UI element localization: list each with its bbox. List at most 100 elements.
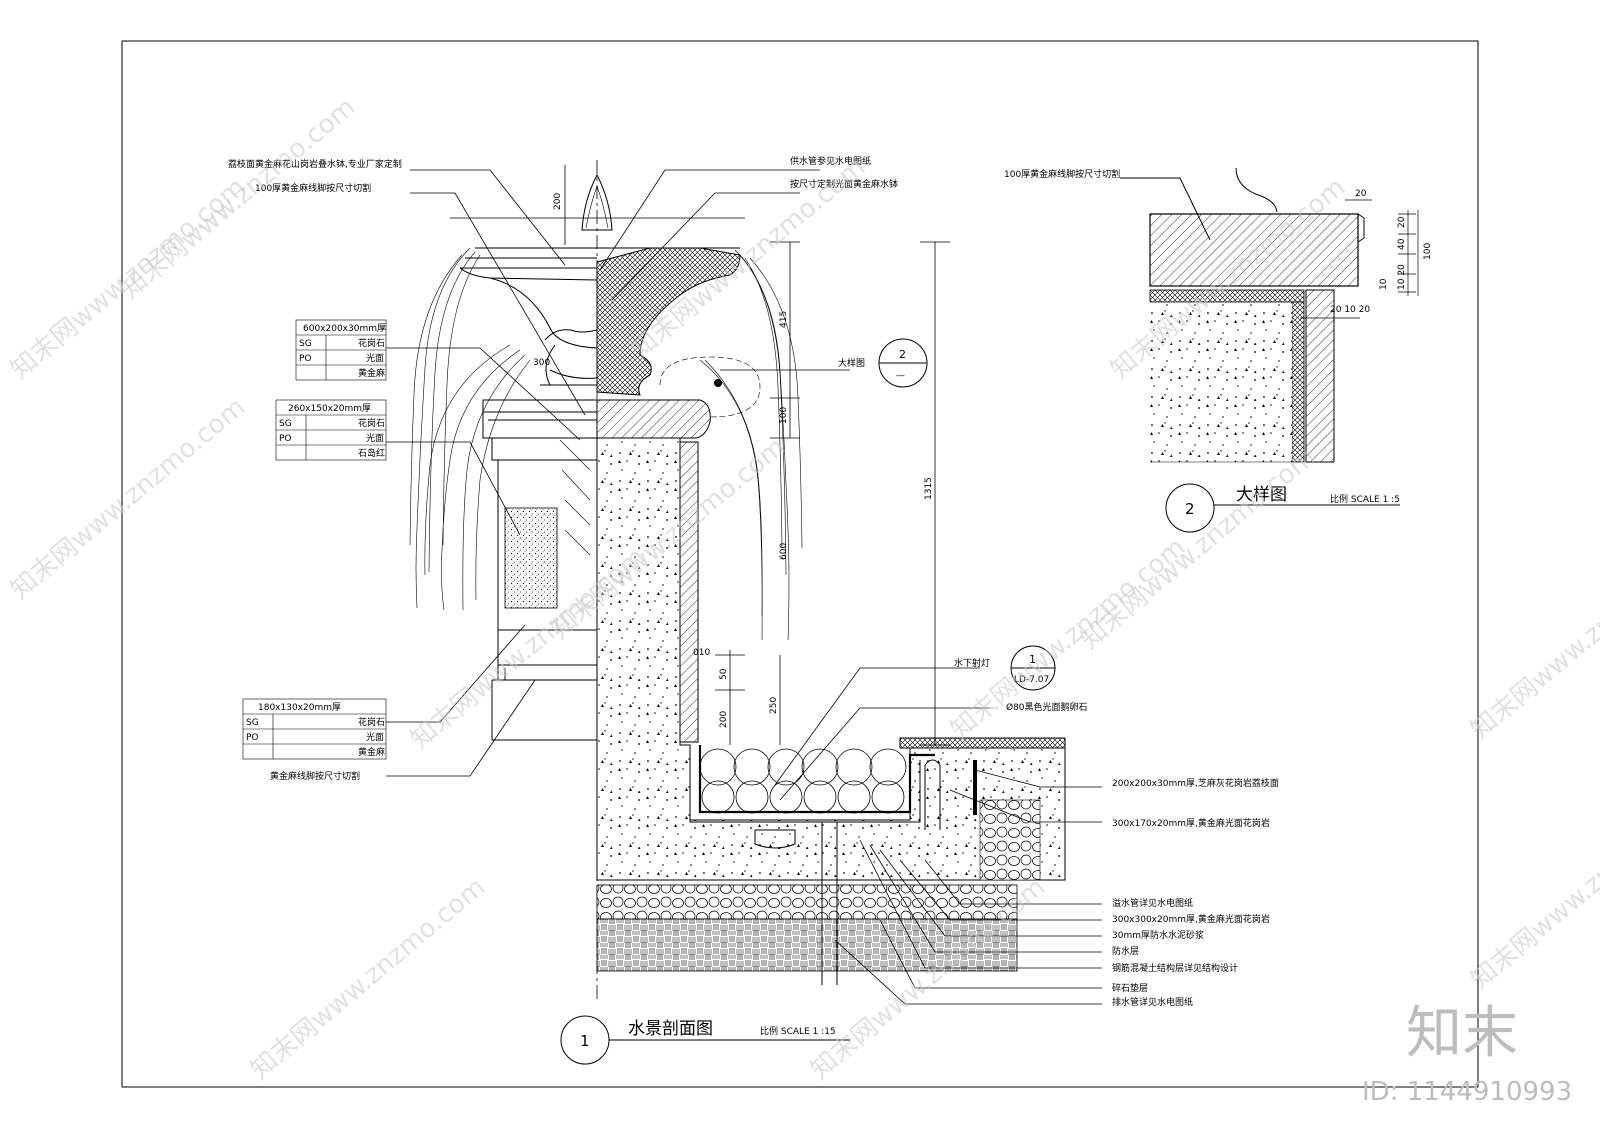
material-table-1: 600x200x30mm厚 SG 花岗石 PO 光面 黄金麻 — [295, 319, 387, 381]
detail-callout-2: 2 — — [659, 338, 928, 418]
table3-r2-code: PO — [246, 733, 259, 743]
underwater-light — [754, 829, 796, 849]
top-basin-bowl — [489, 277, 598, 349]
table2-r3-val: 石岛红 — [358, 447, 385, 459]
dim-250: 250 — [769, 697, 779, 714]
dim-415: 415 — [779, 311, 789, 328]
sheet-border — [121, 40, 1479, 1088]
label-granite: 300x300x20mm厚,黄金麻光面花岗岩 — [1112, 913, 1270, 925]
brand-logo-text: 知末 — [1406, 1001, 1518, 1066]
leader-lines — [386, 169, 1102, 1005]
pedestal — [545, 344, 556, 386]
top-basin-rim — [460, 247, 597, 269]
watermark-text: 知末网www.znzmo.com — [245, 872, 491, 1085]
fountain-cut-section — [596, 247, 1066, 985]
table2-r1-code: SG — [279, 419, 292, 429]
detail-callout-number: 2 — [899, 348, 906, 361]
overflow-pipe — [924, 759, 941, 830]
detail-dim-d: 100 — [1423, 243, 1433, 260]
table2-title: 260x150x20mm厚 — [288, 403, 371, 414]
table1-r2-code: PO — [299, 354, 312, 364]
table3-r1-code: SG — [246, 718, 259, 728]
detail-dim-a: 20 — [1355, 189, 1367, 199]
label-paving1: 200x200x30mm厚,芝麻灰花岗岩荔枝面 — [1112, 777, 1279, 789]
detail-cap — [1149, 213, 1359, 287]
fountain-elevation — [409, 173, 613, 741]
dimensions — [450, 165, 950, 746]
watermark-text: 知末网www.znzmo.com — [1465, 782, 1600, 995]
detail-dim-b: 20 — [1397, 216, 1407, 228]
section1-title-block: 1 水景剖面图 比例 SCALE 1 :15 — [560, 1015, 850, 1065]
pool-lining — [698, 745, 935, 814]
gravel-layer — [596, 884, 1018, 920]
light-callout-sub: LD-7.07 — [1014, 675, 1049, 685]
watermark-text: 知末网www.znzmo.com — [115, 92, 361, 305]
drain-pipe — [821, 822, 838, 985]
label-supply-pipe: 供水管参见水电图纸 — [790, 155, 871, 167]
label-custom-basin: 按尺寸定制光面黄金麻水钵 — [790, 178, 898, 190]
image-id: ID: 1144910993 — [1362, 1077, 1572, 1107]
dim-600: 600 — [779, 543, 789, 560]
table3-r1-val: 花岗石 — [358, 716, 385, 728]
label-detail-ref: 大样图 — [838, 357, 865, 369]
dim-100: 100 — [779, 407, 789, 424]
table1-r1-val: 花岗石 — [358, 337, 385, 349]
dim-50: 50 — [719, 668, 729, 680]
section2-title-block: 2 大样图 比例 SCALE 1 :5 — [1165, 483, 1400, 533]
table3-r2-val: 光面 — [366, 731, 384, 743]
detail-dim-g: 20 10 20 — [1330, 305, 1370, 315]
fountain-section: 200 300 415 100 1315 600 010 50 200 250 — [228, 155, 1279, 1065]
section1-number: 1 — [580, 1032, 590, 1050]
section2-number: 2 — [1185, 500, 1195, 518]
label-overflow-pipe: 溢水管详见水电图纸 — [1112, 897, 1193, 909]
detail-label: 100厚黄金麻线脚按尺寸切割 — [1004, 168, 1120, 180]
watermark-text: 知末网www.znzmo.com — [1465, 532, 1600, 745]
section2-scale: 比例 SCALE 1 :5 — [1330, 493, 1400, 505]
soil-layer — [596, 918, 1018, 972]
detail-dims — [1300, 199, 1419, 319]
label-underwater-light: 水下射灯 — [954, 657, 990, 669]
label-mortar: 30mm厚防水水泥砂浆 — [1112, 929, 1204, 941]
detail-section: 20 20 40 100 10 20 10 20 10 20 100厚黄金麻线脚… — [1004, 167, 1433, 533]
label-drain-pipe: 排水管详见水电图纸 — [1112, 996, 1193, 1008]
table1-r2-val: 光面 — [366, 352, 384, 364]
table1-r1-code: SG — [299, 339, 312, 349]
water-arc-left — [415, 247, 471, 609]
table1-title: 600x200x30mm厚 — [303, 323, 386, 334]
detail-curve — [1235, 167, 1278, 213]
label-waterproof: 防水层 — [1112, 945, 1139, 957]
material-table-2: 260x150x20mm厚 SG 花岗石 PO 光面 石岛红 — [275, 399, 387, 461]
table3-title: 180x130x20mm厚 — [258, 702, 341, 713]
material-table-3: 180x130x20mm厚 SG 花岗石 PO 光面 黄金麻 — [242, 698, 387, 760]
water-arc-right — [734, 249, 790, 641]
label-bottom-base: 黄金麻线脚按尺寸切割 — [270, 770, 360, 782]
detail-callout-sub: — — [896, 371, 905, 381]
light-callout: 1 LD-7.07 — [1010, 645, 1056, 691]
detail-dim-c: 40 — [1397, 238, 1407, 250]
light-callout-number: 1 — [1029, 653, 1036, 666]
detail-mortar — [1149, 289, 1305, 303]
dim-1315: 1315 — [924, 477, 934, 500]
detail-cladding — [1305, 289, 1335, 463]
label-top-base: 100厚黄金麻线脚按尺寸切割 — [255, 182, 371, 194]
table2-r1-val: 花岗石 — [358, 417, 385, 429]
label-concrete: 钢筋混凝土结构层详见结构设计 — [1112, 962, 1238, 974]
detail-dim-e: 10 20 — [1397, 264, 1407, 290]
table2-r2-code: PO — [279, 434, 292, 444]
cap-section — [596, 399, 711, 439]
watermark-text: 知末网www.znzmo.com — [1075, 442, 1321, 655]
paving-top — [899, 737, 1066, 749]
section1-title: 水景剖面图 — [628, 1019, 713, 1039]
table3-r3-val: 黄金麻 — [358, 746, 385, 758]
section2-title: 大样图 — [1236, 485, 1287, 505]
dim-200b: 200 — [719, 711, 729, 728]
table2-r2-val: 光面 — [366, 432, 384, 444]
detail-dim-f: 10 — [1379, 278, 1389, 290]
basin-section — [596, 247, 741, 396]
watermark-text: 知末网www.znzmo.com — [945, 532, 1191, 745]
pebbles — [699, 748, 907, 814]
dim-200: 200 — [553, 193, 563, 210]
spout — [581, 173, 613, 231]
label-pebbles: Ø80黑色光面鹅卵石 — [1006, 701, 1088, 713]
